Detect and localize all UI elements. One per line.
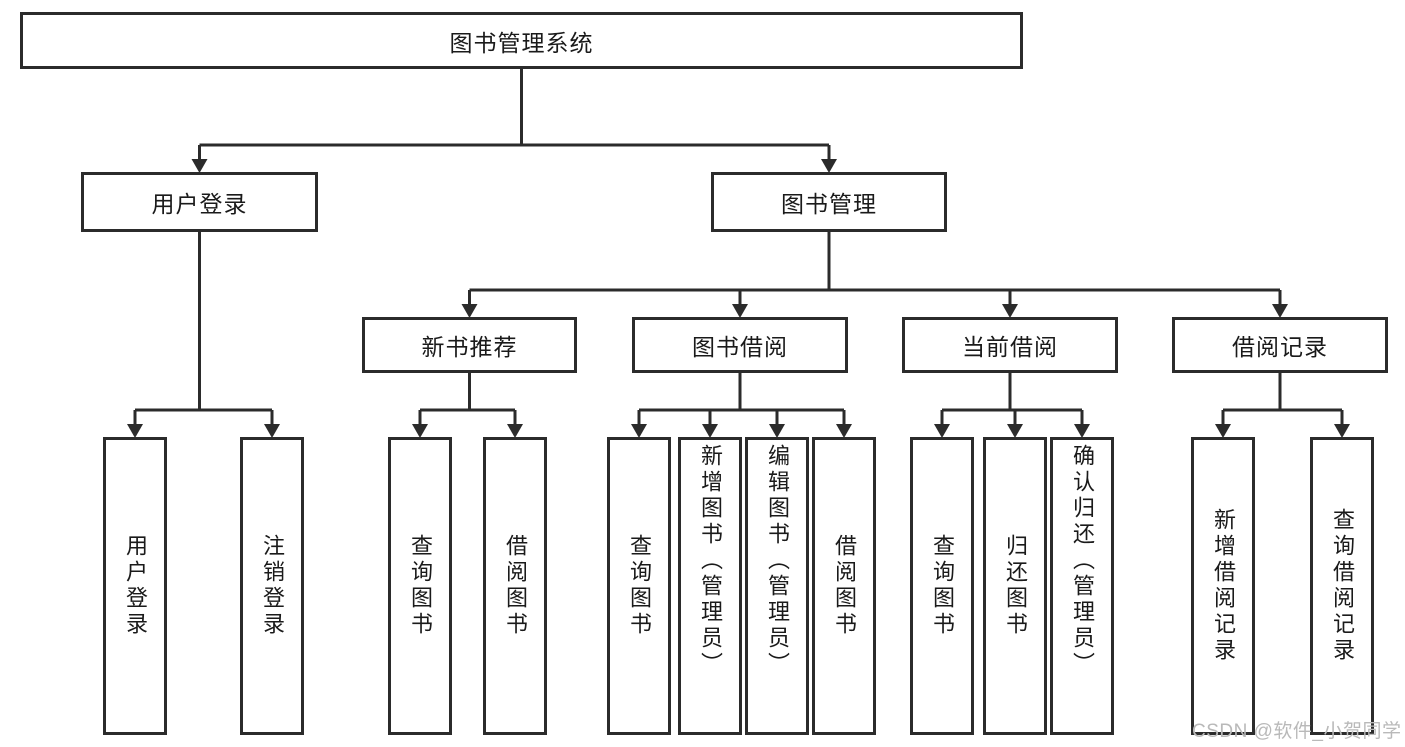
node-label: 图书管理 [781, 191, 877, 217]
node-label: 图书借阅 [692, 334, 788, 360]
node-label: 借阅图书 [832, 534, 857, 638]
node-new-book-recommend: 新书推荐 [362, 317, 577, 373]
node-label: 借阅记录 [1232, 334, 1328, 360]
node-leaf-query-book-2: 查询图书 [607, 437, 671, 735]
node-leaf-edit-book-admin: 编辑图书（管理员） [745, 437, 809, 735]
node-book-management-system: 图书管理系统 [20, 12, 1023, 69]
node-label: 图书管理系统 [449, 29, 594, 56]
node-borrow-record: 借阅记录 [1172, 317, 1388, 373]
node-label: 编辑图书（管理员） [765, 444, 790, 678]
node-label: 查询图书 [930, 534, 955, 638]
node-leaf-query-book-3: 查询图书 [910, 437, 974, 735]
node-label: 确认归还（管理员） [1070, 444, 1095, 678]
node-leaf-logout: 注销登录 [240, 437, 304, 735]
node-label: 归还图书 [1003, 534, 1028, 638]
node-leaf-query-book-1: 查询图书 [388, 437, 452, 735]
node-leaf-borrow-book-2: 借阅图书 [812, 437, 876, 735]
node-label: 借阅图书 [503, 534, 528, 638]
node-label: 查询图书 [408, 534, 433, 638]
node-label: 新增图书（管理员） [698, 444, 723, 678]
node-leaf-borrow-book-1: 借阅图书 [483, 437, 547, 735]
node-label: 新书推荐 [421, 334, 518, 360]
node-label: 当前借阅 [962, 334, 1058, 360]
node-label: 新增借阅记录 [1211, 508, 1236, 664]
node-user-login: 用户登录 [81, 172, 318, 232]
node-leaf-query-borrow-record: 查询借阅记录 [1310, 437, 1374, 735]
node-book-borrow: 图书借阅 [632, 317, 848, 373]
watermark-label: CSDN @软件_小贺同学 [1192, 721, 1402, 742]
node-label: 查询图书 [627, 534, 652, 638]
node-label: 用户登录 [123, 534, 148, 638]
node-label: 用户登录 [151, 191, 248, 217]
node-leaf-return-book: 归还图书 [983, 437, 1047, 735]
node-leaf-add-borrow-record: 新增借阅记录 [1191, 437, 1255, 735]
node-label: 注销登录 [260, 534, 285, 638]
node-current-borrow: 当前借阅 [902, 317, 1118, 373]
node-leaf-user-login: 用户登录 [103, 437, 167, 735]
node-leaf-add-book-admin: 新增图书（管理员） [678, 437, 742, 735]
node-book-management: 图书管理 [711, 172, 947, 232]
node-label: 查询借阅记录 [1330, 508, 1355, 664]
node-leaf-confirm-return-admin: 确认归还（管理员） [1050, 437, 1114, 735]
